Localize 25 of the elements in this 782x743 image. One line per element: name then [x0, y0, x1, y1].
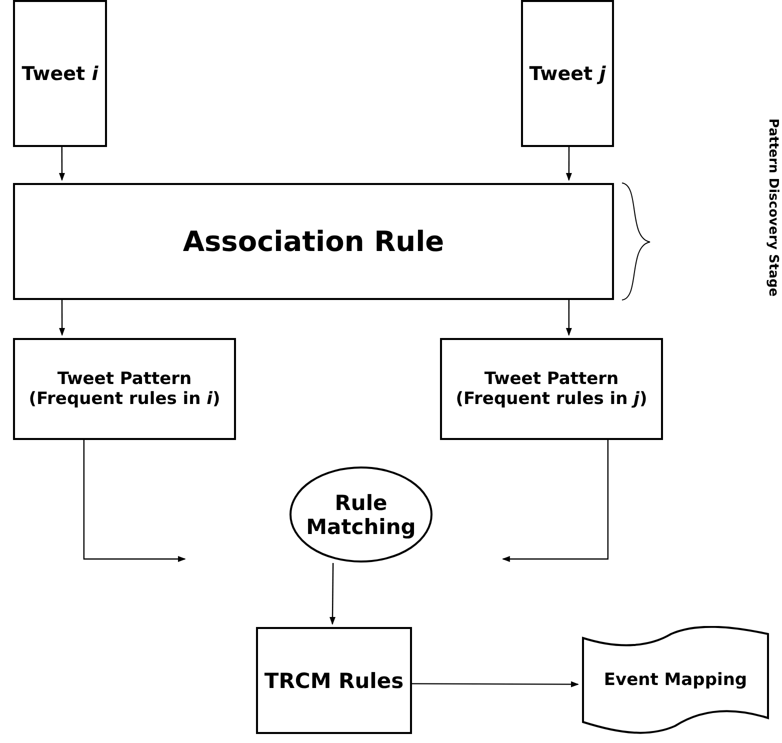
- process-ellipse: [289, 466, 433, 563]
- node-label: Rule Matching: [305, 490, 417, 538]
- node-label: Tweet j: [529, 62, 606, 84]
- node-label: Event Mapping: [604, 670, 748, 690]
- document-shape: [581, 626, 770, 734]
- arrow: [330, 563, 336, 625]
- process-box: [440, 338, 663, 440]
- text-box: [13, 0, 107, 147]
- node-label: Tweet i: [22, 62, 98, 84]
- node-label: TRCM Rules: [264, 668, 404, 692]
- arrow: [83, 440, 186, 562]
- process-box: [13, 338, 236, 440]
- arrow: [58, 147, 65, 181]
- arrow: [566, 147, 572, 181]
- process-box: [256, 627, 412, 734]
- stage-label: Pattern Discovery Stage: [766, 117, 780, 299]
- arrow: [566, 300, 572, 336]
- arrow: [412, 681, 579, 688]
- node-label: Association Rule: [182, 225, 444, 258]
- arrow: [59, 300, 66, 336]
- node-label: Tweet Pattern (Frequent rules in j): [454, 369, 648, 409]
- process-box: [13, 183, 614, 300]
- arrow: [502, 440, 609, 562]
- text-box: [521, 0, 614, 147]
- node-label: Tweet Pattern (Frequent rules in i): [28, 369, 222, 409]
